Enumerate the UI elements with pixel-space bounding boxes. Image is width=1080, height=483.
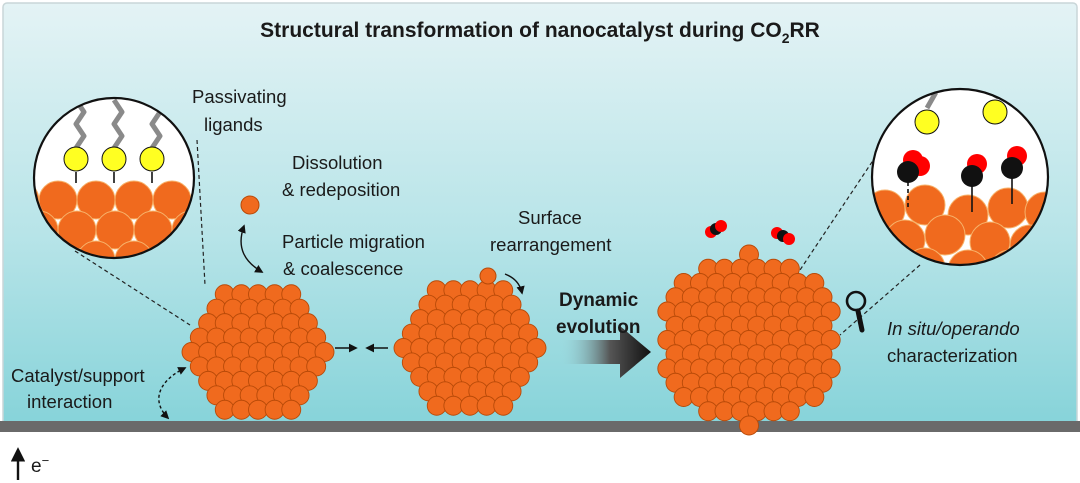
ligand-head [63,146,89,172]
passivating-ligands [63,98,165,183]
ligand-head [982,99,1008,125]
passivating-label-1: Passivating [192,86,287,107]
dissolved-atom [240,195,260,215]
atom [214,399,235,420]
free-co2-molecules [705,220,795,245]
passivating-label-2: ligands [204,114,263,135]
support-substrate [0,421,1080,432]
carbon-atom [1001,157,1023,179]
ligand-head [139,146,165,172]
dissolution-label-2: & redeposition [282,179,400,200]
diagram-title: Structural transformation of nanocatalys… [260,19,820,46]
atom [281,399,302,420]
inset-surface-atoms [34,180,194,258]
insitu-label-1: In situ/operando [887,318,1020,339]
inset-atom [947,249,989,265]
inset-atom [924,214,966,256]
ligand-head [914,109,940,135]
atom [264,399,285,420]
ligand-inset [32,96,196,260]
dynamic-evolution-arrow [560,326,651,378]
redeposition-arrow [237,224,264,273]
inset-atom [114,240,154,258]
atom [460,395,480,416]
atom [248,399,268,420]
surface-label-1: Surface [518,207,582,228]
magnifier-icon [845,290,867,333]
catalyst-label-2: interaction [27,391,112,412]
atom [739,415,759,436]
dynamic-label-2: evolution [556,317,640,338]
migration-label-2: & coalescence [283,258,403,279]
nanoparticle-initial [181,284,335,420]
atom [804,387,825,407]
migrating-surface-atom [479,267,497,285]
dissolution-label-1: Dissolution [292,152,383,173]
support-interaction-arrow [158,367,187,420]
electron-label: e− [31,453,49,477]
ligand-chain [111,98,125,150]
ligand-chain [924,89,938,110]
ligand-chain [73,98,87,150]
carbon-atom [897,161,919,183]
atom [426,395,447,416]
nanoparticle-evolved [657,244,841,436]
carbon-atom [961,165,983,187]
surface-label-2: rearrangement [490,234,611,255]
atom [231,399,252,420]
inset-atom [904,184,946,226]
atom [443,395,464,416]
migration-label-1: Particle migration [282,231,425,252]
atom [476,395,497,416]
surface-rearrangement-arrow [504,273,525,295]
adsorbed-co2-molecules [897,89,1027,212]
atom [493,395,514,416]
dynamic-label-1: Dynamic [559,290,639,311]
atom [779,401,800,422]
inset-connectors [74,139,921,336]
inset-atom [76,240,116,258]
catalyst-label-1: Catalyst/support [11,365,145,386]
nanoparticle-rearranged [393,280,547,416]
ligand-head [101,146,127,172]
insitu-label-2: characterization [887,345,1018,366]
